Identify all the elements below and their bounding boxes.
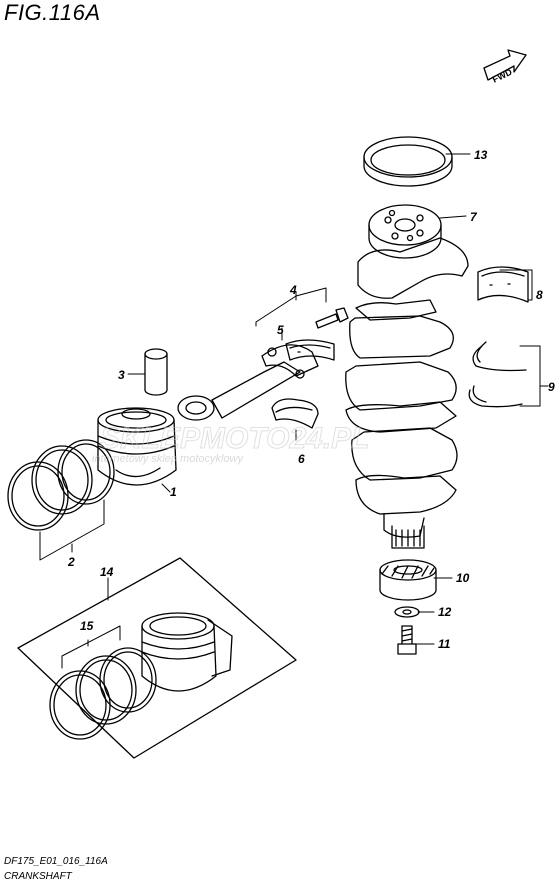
watermark: SKLEPMOTO24.PL internetowy sklep motocyk… <box>92 422 370 466</box>
part-7-crankshaft <box>345 204 469 549</box>
part-6-conrod-bearing <box>271 398 319 429</box>
part-8-bearing <box>477 266 529 303</box>
callout-9: 9 <box>548 380 555 394</box>
callout-12: 12 <box>438 605 452 619</box>
callout-14: 14 <box>100 565 114 579</box>
figure-title: FIG.116A <box>4 0 101 25</box>
callout-2: 2 <box>67 555 75 569</box>
callout-10: 10 <box>456 571 470 585</box>
part-10-gear <box>379 559 437 601</box>
part-12-washer <box>394 606 420 618</box>
part-14-piston-set <box>17 557 297 759</box>
callout-1: 1 <box>170 485 177 499</box>
footer-code: DF175_E01_016_116A <box>4 856 108 867</box>
part-11-bolt <box>397 625 417 655</box>
leader-lines <box>39 153 549 669</box>
callout-labels: 13 7 8 9 4 5 6 3 1 2 10 12 11 14 15 <box>67 148 555 651</box>
connecting-rod <box>177 344 319 421</box>
part-13-seal <box>363 136 453 187</box>
callout-15: 15 <box>80 619 94 633</box>
footer-name: CRANKSHAFT <box>4 871 72 882</box>
part-4-conrod-bearing <box>285 339 335 361</box>
part-3-piston-pin <box>144 348 168 396</box>
watermark-tagline: internetowy sklep motocyklowy <box>92 453 245 465</box>
fwd-arrow-icon <box>483 49 527 81</box>
callout-11: 11 <box>438 637 451 651</box>
callout-7: 7 <box>470 210 478 224</box>
callout-13: 13 <box>474 148 488 162</box>
callout-6: 6 <box>298 452 305 466</box>
callout-5: 5 <box>277 323 284 337</box>
part-9-thrust-bearing <box>468 341 527 408</box>
callout-8: 8 <box>536 288 543 302</box>
part-2-piston-rings <box>7 439 115 531</box>
callout-3: 3 <box>118 368 125 382</box>
watermark-brand: SKLEPMOTO24.PL <box>100 422 370 455</box>
part-5-conrod-bolt <box>315 307 349 329</box>
callout-4: 4 <box>289 283 297 297</box>
